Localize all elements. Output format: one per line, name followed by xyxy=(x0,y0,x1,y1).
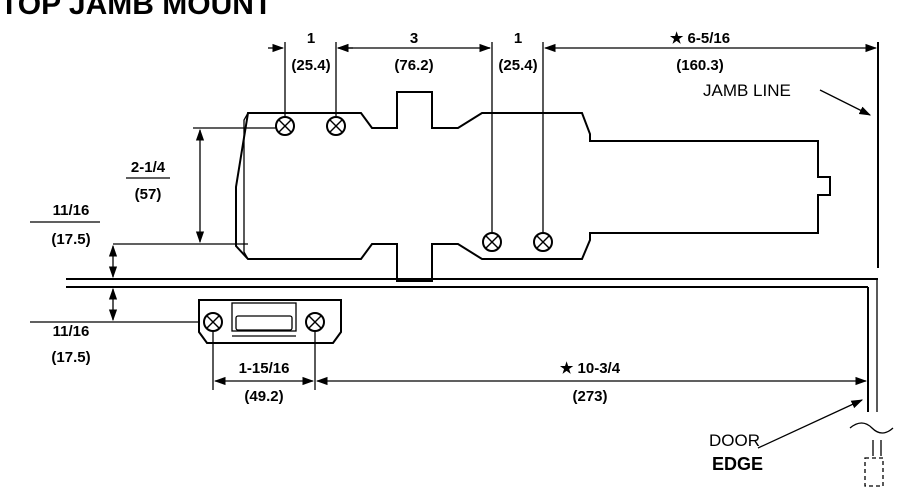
closer-body xyxy=(235,91,831,282)
dim-bracket-metric: (49.2) xyxy=(244,388,283,405)
door-edge-dashed-box xyxy=(864,457,884,487)
closer-body-inner-edge xyxy=(243,112,249,260)
dim-top-right-metric: (25.4) xyxy=(498,57,537,74)
screw-icon xyxy=(482,232,502,252)
dim-top-left-metric: (25.4) xyxy=(291,57,330,74)
jamb-line-label: JAMB LINE xyxy=(703,81,791,100)
door-edge-leader xyxy=(757,399,864,449)
bracket-inner-slot xyxy=(231,302,297,332)
jamb-line-leader xyxy=(819,89,872,116)
screw-icon xyxy=(203,312,223,332)
dim-top-left-imperial: 1 xyxy=(307,30,315,47)
arm-bracket xyxy=(198,299,342,344)
dim-top-right-imperial: 1 xyxy=(514,30,522,47)
bracket-inner-block xyxy=(235,315,293,331)
dim-middle-imperial: 3 xyxy=(410,30,418,47)
dim-height-imperial: 2-1/4 xyxy=(131,159,166,176)
door-label: DOOR xyxy=(709,431,760,450)
dim-lower-offset-metric: (17.5) xyxy=(51,349,90,366)
dim-lower-offset-imperial: 11/16 xyxy=(53,323,90,340)
dim-jamb-metric: (160.3) xyxy=(676,57,724,74)
break-line xyxy=(849,422,894,434)
screw-icon xyxy=(533,232,553,252)
dim-jamb-imperial: ★ 6-5/16 xyxy=(670,30,730,47)
dim-upper-offset-imperial: 11/16 xyxy=(53,202,90,219)
dim-door-edge-metric: (273) xyxy=(572,388,607,405)
screw-icon xyxy=(305,312,325,332)
edge-label: EDGE xyxy=(712,454,763,474)
dim-height-metric: (57) xyxy=(135,186,162,203)
screw-icon xyxy=(275,116,295,136)
dim-bracket-imperial: 1-15/16 xyxy=(239,360,290,377)
dim-door-edge-imperial: ★ 10-3/4 xyxy=(560,360,621,377)
dim-upper-offset-metric: (17.5) xyxy=(51,231,90,248)
diagram-title: TOP JAMB MOUNT xyxy=(0,0,272,21)
screw-icon xyxy=(326,116,346,136)
dim-middle-metric: (76.2) xyxy=(394,57,433,74)
